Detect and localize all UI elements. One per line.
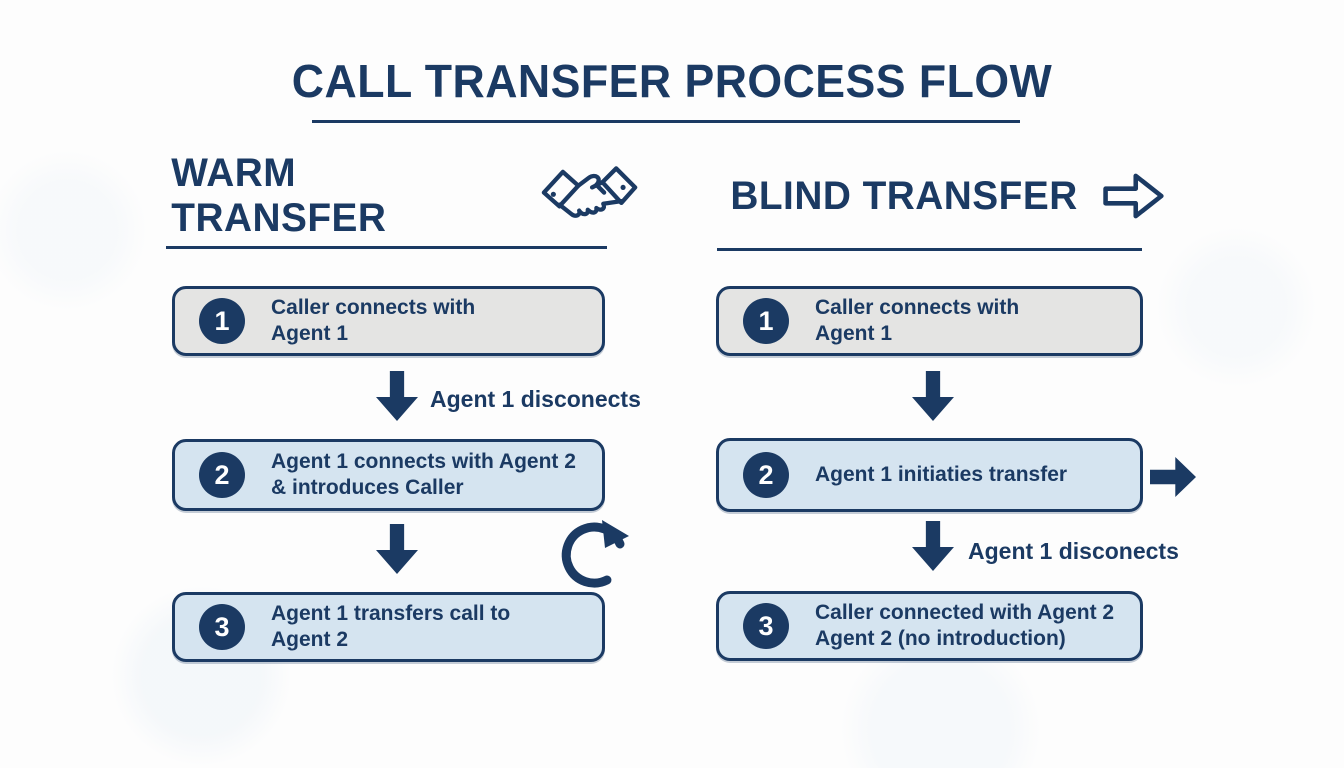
step-number-badge: 2 [199, 452, 245, 498]
warm-arrow1-label: Agent 1 disconects [430, 386, 641, 412]
down-arrow-icon [912, 371, 954, 421]
blind-transfer-header: BLIND TRANSFER [714, 160, 1176, 232]
step-text-line2: Agent 2 [271, 628, 349, 651]
warm-header-underline [166, 246, 607, 249]
warm-step-3-box: 3 Agent 1 transfers call to Agent 2 [172, 592, 605, 662]
step-number-badge: 3 [199, 604, 245, 650]
down-arrow-icon [376, 371, 418, 421]
title-underline [312, 120, 1020, 123]
blind-transfer-title: BLIND TRANSFER [730, 173, 1078, 218]
step-text: Caller connected with Agent 2 Agent 2 (n… [815, 600, 1114, 652]
step-text-line1: Agent 1 transfers call to [271, 602, 511, 625]
down-arrow-icon [376, 524, 418, 574]
step-text: Caller connects with Agent 1 [815, 295, 1019, 347]
step-text: Agent 1 connects with Agent 2 & introduc… [271, 449, 576, 501]
step-number-badge: 1 [199, 298, 245, 344]
page-title: CALL TRANSFER PROCESS FLOW [291, 55, 1053, 107]
loop-arrow-icon [561, 520, 629, 588]
step-text-line1: Caller connects with [815, 296, 1020, 319]
step-text: Agent 1 initiaties transfer [815, 462, 1067, 488]
step-text: Caller connects with Agent 1 [271, 295, 475, 347]
warm-transfer-title: WARM TRANSFER [171, 151, 387, 240]
step-number-badge: 3 [743, 603, 789, 649]
down-arrow-icon [912, 521, 954, 571]
right-arrow-icon [1150, 457, 1196, 497]
blind-arrow2-label: Agent 1 disconects [968, 538, 1179, 564]
blind-header-underline [717, 248, 1142, 251]
step-text-line2: Agent 1 [271, 322, 349, 345]
step-number-badge: 1 [743, 298, 789, 344]
step-text-line1: Agent 1 connects with Agent 2 [271, 450, 576, 473]
blind-step-2-box: 2 Agent 1 initiaties transfer [716, 438, 1143, 512]
warm-transfer-header: WARM TRANSFER [166, 151, 640, 240]
blind-step-3-box: 3 Caller connected with Agent 2 Agent 2 … [716, 591, 1143, 661]
warm-step-1-box: 1 Caller connects with Agent 1 [172, 286, 605, 356]
step-text: Agent 1 transfers call to Agent 2 [271, 601, 510, 653]
step-number-badge: 2 [743, 452, 789, 498]
arrow-right-outline-icon [1103, 173, 1164, 219]
step-text-line1: Caller connects with [271, 296, 476, 319]
step-text-line1: Caller connected with Agent 2 [815, 601, 1115, 624]
step-text-line2: Agent 1 [815, 322, 893, 345]
step-text-line1: Agent 1 initiaties transfer [815, 463, 1068, 486]
warm-step-2-box: 2 Agent 1 connects with Agent 2 & introd… [172, 439, 605, 511]
step-text-line2: & introduces Caller [271, 476, 464, 499]
step-text-line2: Agent 2 (no introduction) [815, 627, 1066, 650]
handshake-icon [541, 166, 637, 218]
blind-step-1-box: 1 Caller connects with Agent 1 [716, 286, 1143, 356]
